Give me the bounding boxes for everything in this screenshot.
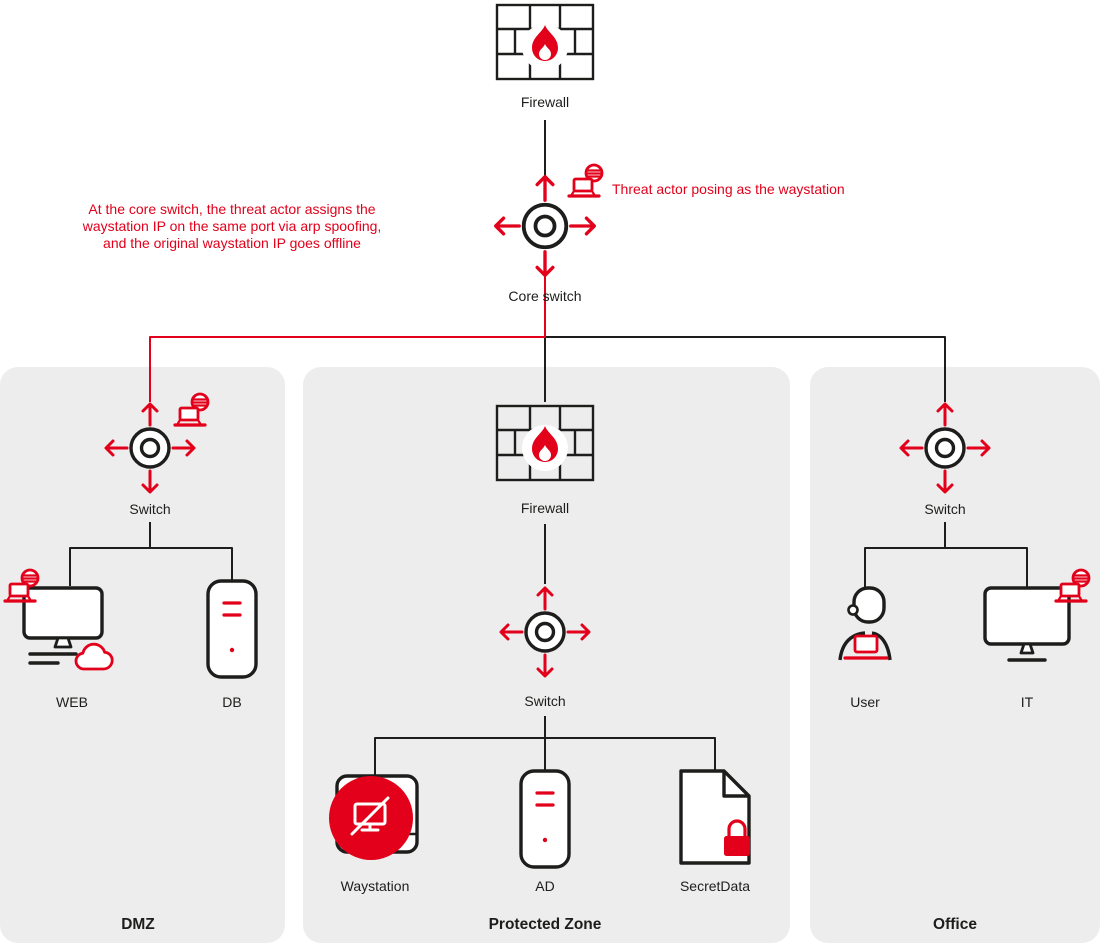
core-switch-node bbox=[489, 170, 601, 287]
office-switch-label: Switch bbox=[924, 501, 966, 517]
protected-switch-label: Switch bbox=[524, 693, 566, 709]
secretdata-label: SecretData bbox=[679, 878, 751, 894]
protected-firewall-node bbox=[495, 404, 595, 487]
threat-actor-it bbox=[1053, 568, 1097, 613]
switch-icon bbox=[104, 402, 196, 494]
firewall-icon bbox=[495, 404, 595, 482]
threat-actor-note: Threat actor posing as the waystation bbox=[612, 181, 845, 197]
core-firewall-node bbox=[495, 3, 595, 86]
waystation-label: Waystation bbox=[340, 878, 410, 894]
dmz-db-label: DB bbox=[222, 694, 242, 710]
dmz-switch-label: Switch bbox=[129, 501, 171, 517]
switch-icon bbox=[494, 175, 596, 277]
attack-annotation-line-2: waystation IP on the same port via arp s… bbox=[82, 218, 382, 234]
dmz-zone-title: DMZ bbox=[121, 916, 155, 933]
threat-actor-web bbox=[2, 568, 46, 613]
threat-actor-icon bbox=[567, 163, 604, 198]
monitor-icon bbox=[983, 586, 1071, 662]
core-switch-label: Core switch bbox=[508, 288, 582, 304]
ad-node bbox=[518, 768, 572, 875]
firewall-icon bbox=[495, 3, 595, 81]
threat-actor-icon bbox=[1054, 568, 1091, 603]
office-it-node bbox=[975, 582, 1079, 681]
office-user-label: User bbox=[850, 694, 880, 710]
disconnected-workstation-icon bbox=[329, 774, 419, 860]
dmz-switch-node bbox=[100, 398, 200, 503]
attack-annotation-line-1: At the core switch, the threat actor ass… bbox=[88, 201, 376, 217]
threat-actor-dmz-switch bbox=[172, 392, 216, 437]
protected-switch-node bbox=[495, 582, 595, 687]
threat-actor-core bbox=[566, 163, 610, 208]
server-tower-icon bbox=[206, 579, 258, 679]
protected-zone-title: Protected Zone bbox=[488, 916, 602, 933]
protected-firewall-label: Firewall bbox=[520, 500, 570, 516]
ad-label: AD bbox=[535, 878, 555, 894]
core-firewall-label: Firewall bbox=[520, 94, 570, 110]
document-lock-icon bbox=[679, 769, 751, 865]
office-it-label: IT bbox=[1020, 694, 1034, 710]
attack-annotation: At the core switch, the threat actor ass… bbox=[70, 201, 394, 252]
waystation-node bbox=[321, 770, 429, 875]
person-at-laptop-icon bbox=[838, 586, 892, 661]
office-user-node bbox=[828, 584, 902, 671]
dmz-web-label: WEB bbox=[56, 694, 88, 710]
secretdata-node bbox=[676, 768, 754, 871]
threat-actor-icon bbox=[3, 568, 40, 603]
switch-icon bbox=[899, 402, 991, 494]
attack-annotation-line-3: and the original waystation IP goes offl… bbox=[103, 235, 361, 251]
server-tower-icon bbox=[519, 769, 571, 869]
dmz-web-node bbox=[20, 582, 124, 681]
monitor-cloud-icon bbox=[22, 586, 114, 671]
switch-icon bbox=[499, 586, 591, 678]
office-switch-node bbox=[895, 398, 995, 503]
office-zone-title: Office bbox=[933, 916, 977, 933]
threat-actor-icon bbox=[173, 392, 210, 427]
dmz-db-node bbox=[205, 578, 259, 685]
